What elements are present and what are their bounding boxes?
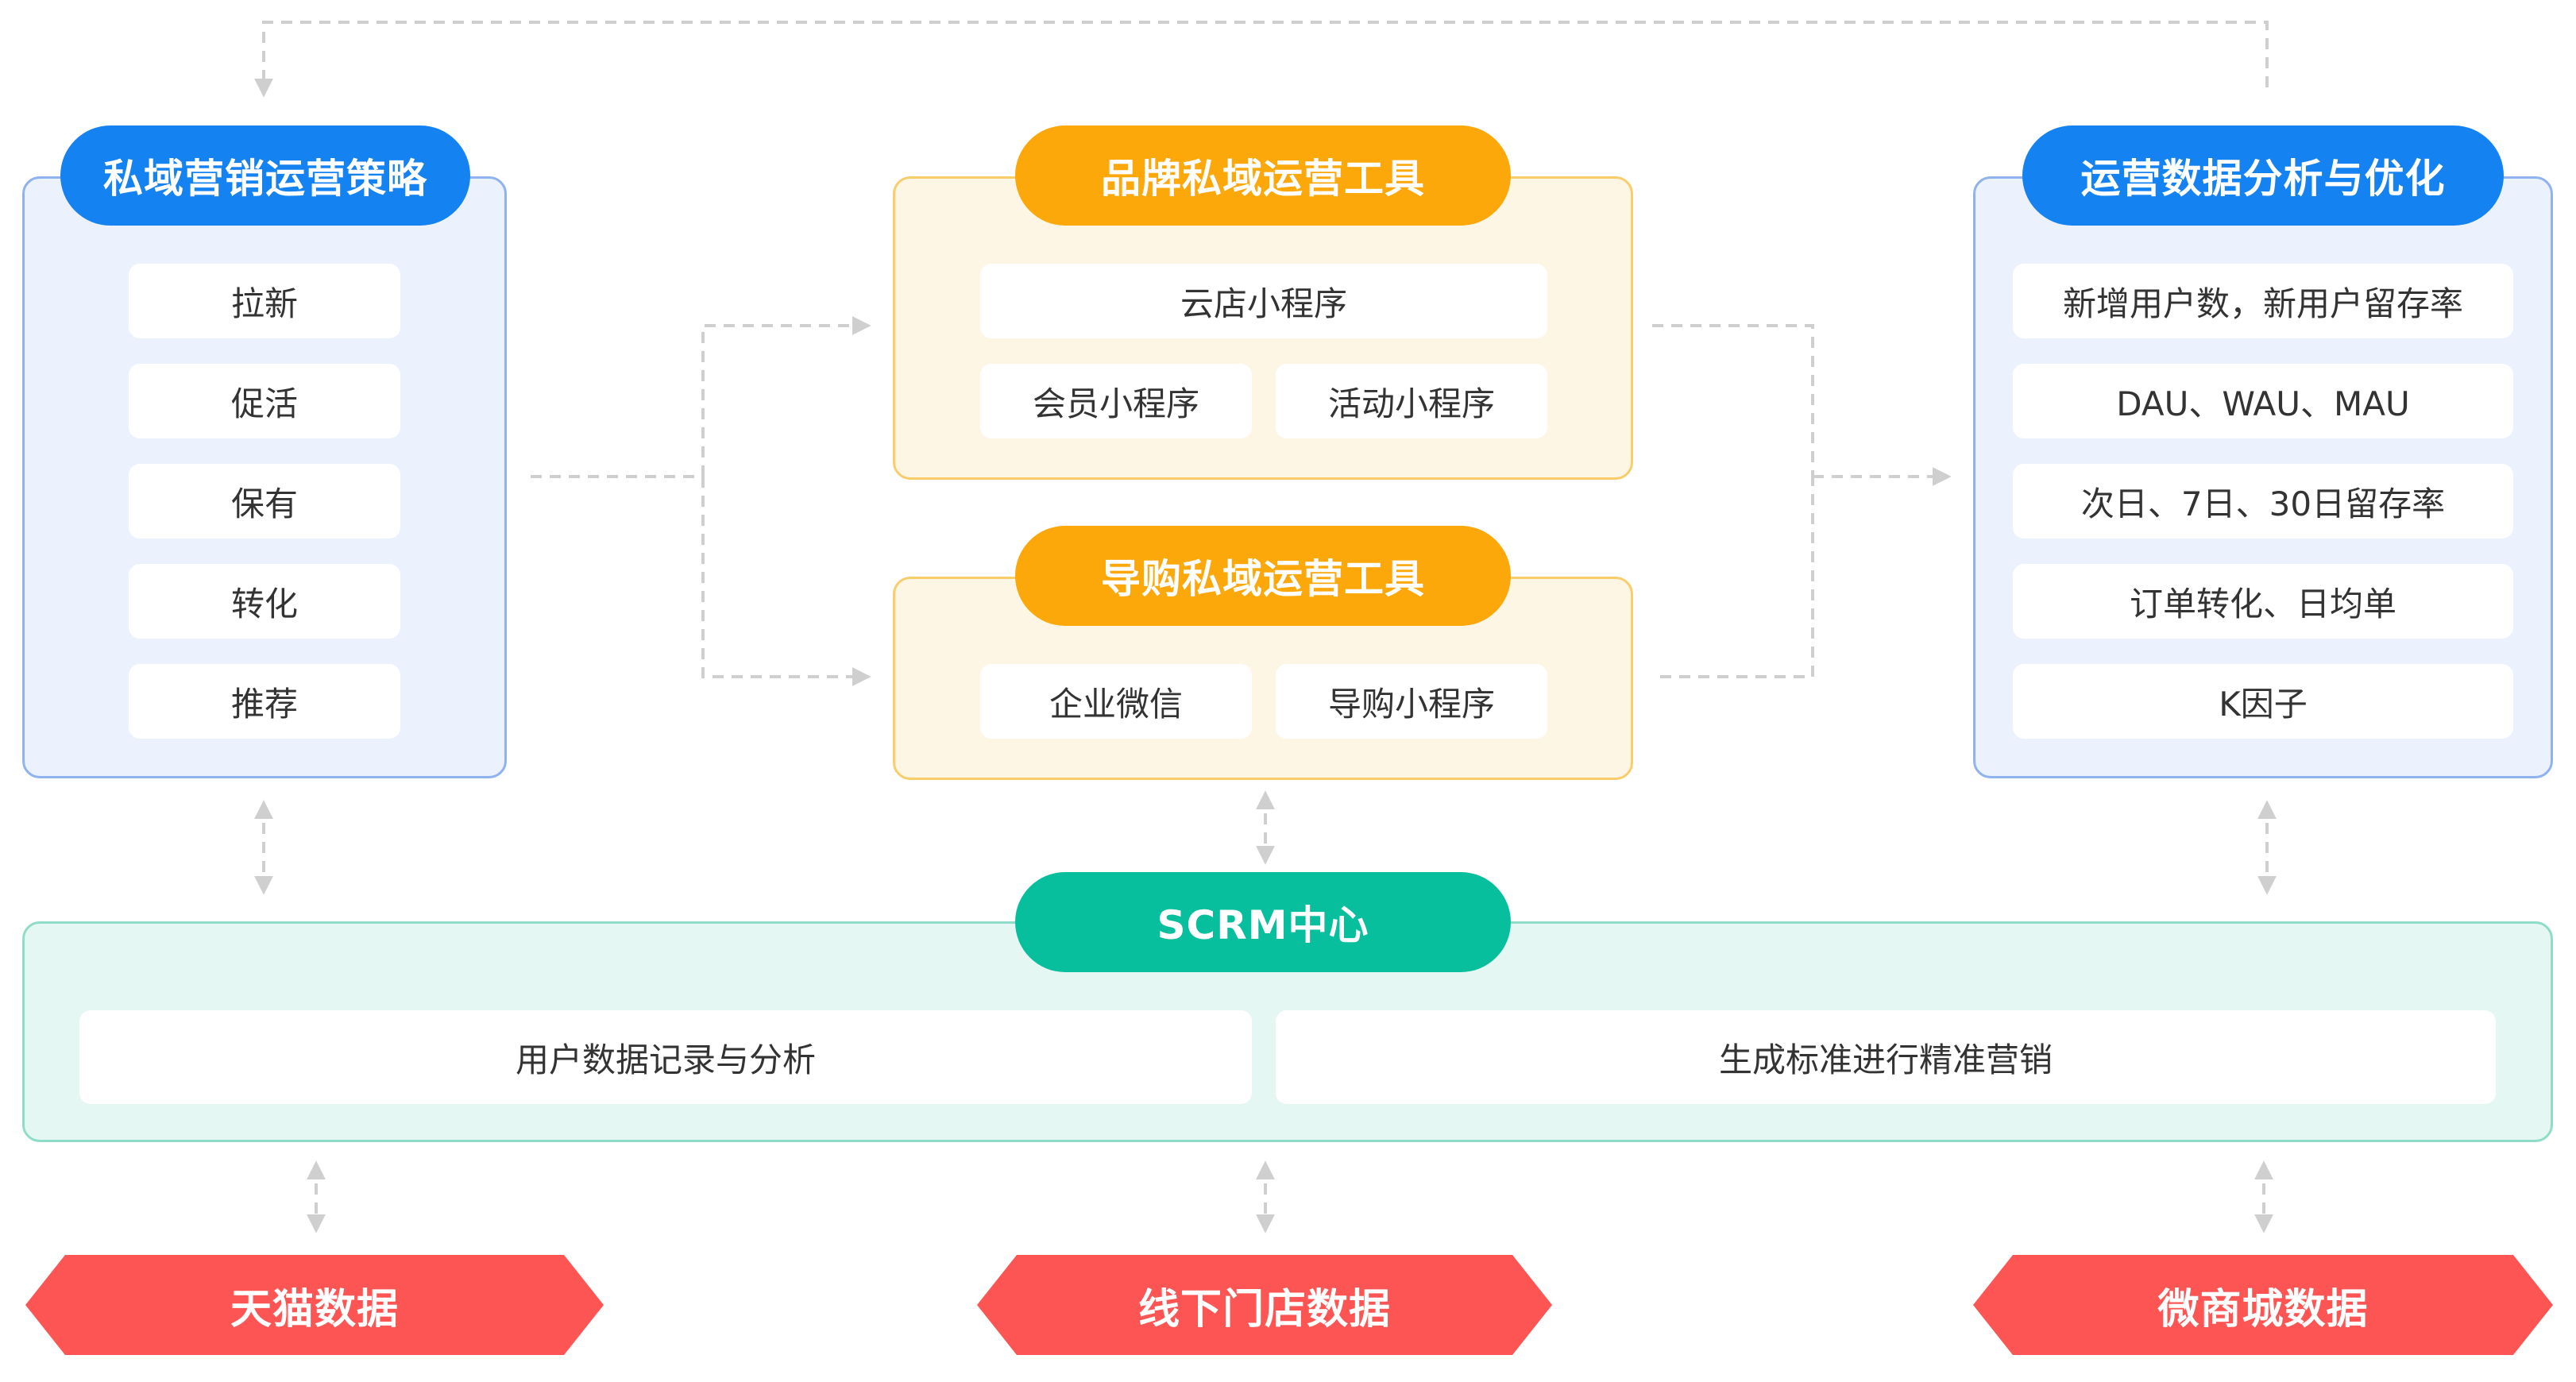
brand-tool-cloud-store: 云店小程序 [980, 264, 1547, 338]
guide-tool-guide-miniapp: 导购小程序 [1276, 664, 1547, 739]
from-guide-tools-line [1660, 477, 1814, 678]
guide-tools-title: 导购私域运营工具 [1015, 526, 1511, 626]
strategy-item-conversion: 转化 [129, 564, 400, 639]
to-guide-tools-arrow [701, 477, 871, 686]
guide-tool-wecom: 企业微信 [980, 664, 1252, 739]
strategy-item-retention: 保有 [129, 464, 400, 539]
strategy-title: 私域营销运营策略 [60, 125, 470, 226]
analytics-title: 运营数据分析与优化 [2022, 125, 2504, 226]
strategy-item-activation: 促活 [129, 364, 400, 438]
scrm-item-data-analysis: 用户数据记录与分析 [79, 1010, 1252, 1104]
analytics-item-active-users: DAU、WAU、MAU [2013, 364, 2513, 438]
scrm-item-precision-marketing: 生成标准进行精准营销 [1276, 1010, 2496, 1104]
source-offline-store-data: 线下门店数据 [977, 1255, 1552, 1355]
strategy-item-referral: 推荐 [129, 664, 400, 739]
brand-tools-title: 品牌私域运营工具 [1015, 125, 1511, 226]
brand-tool-member-miniapp: 会员小程序 [980, 364, 1252, 438]
strategy-item-acquisition: 拉新 [129, 264, 400, 338]
from-brand-tools-line [1652, 324, 1814, 477]
analytics-item-orders: 订单转化、日均单 [2013, 564, 2513, 639]
analytics-item-new-users: 新增用户数，新用户留存率 [2013, 264, 2513, 338]
analytics-item-retention: 次日、7日、30日留存率 [2013, 464, 2513, 539]
source-tmall-data: 天猫数据 [25, 1255, 604, 1355]
to-brand-tools-arrow [701, 316, 871, 477]
analytics-item-k-factor: K因子 [2013, 664, 2513, 739]
brand-tool-event-miniapp: 活动小程序 [1276, 364, 1547, 438]
scrm-title: SCRM中心 [1015, 872, 1511, 972]
source-microshop-data: 微商城数据 [1973, 1255, 2553, 1355]
feedback-loop-arrow [254, 21, 2269, 98]
